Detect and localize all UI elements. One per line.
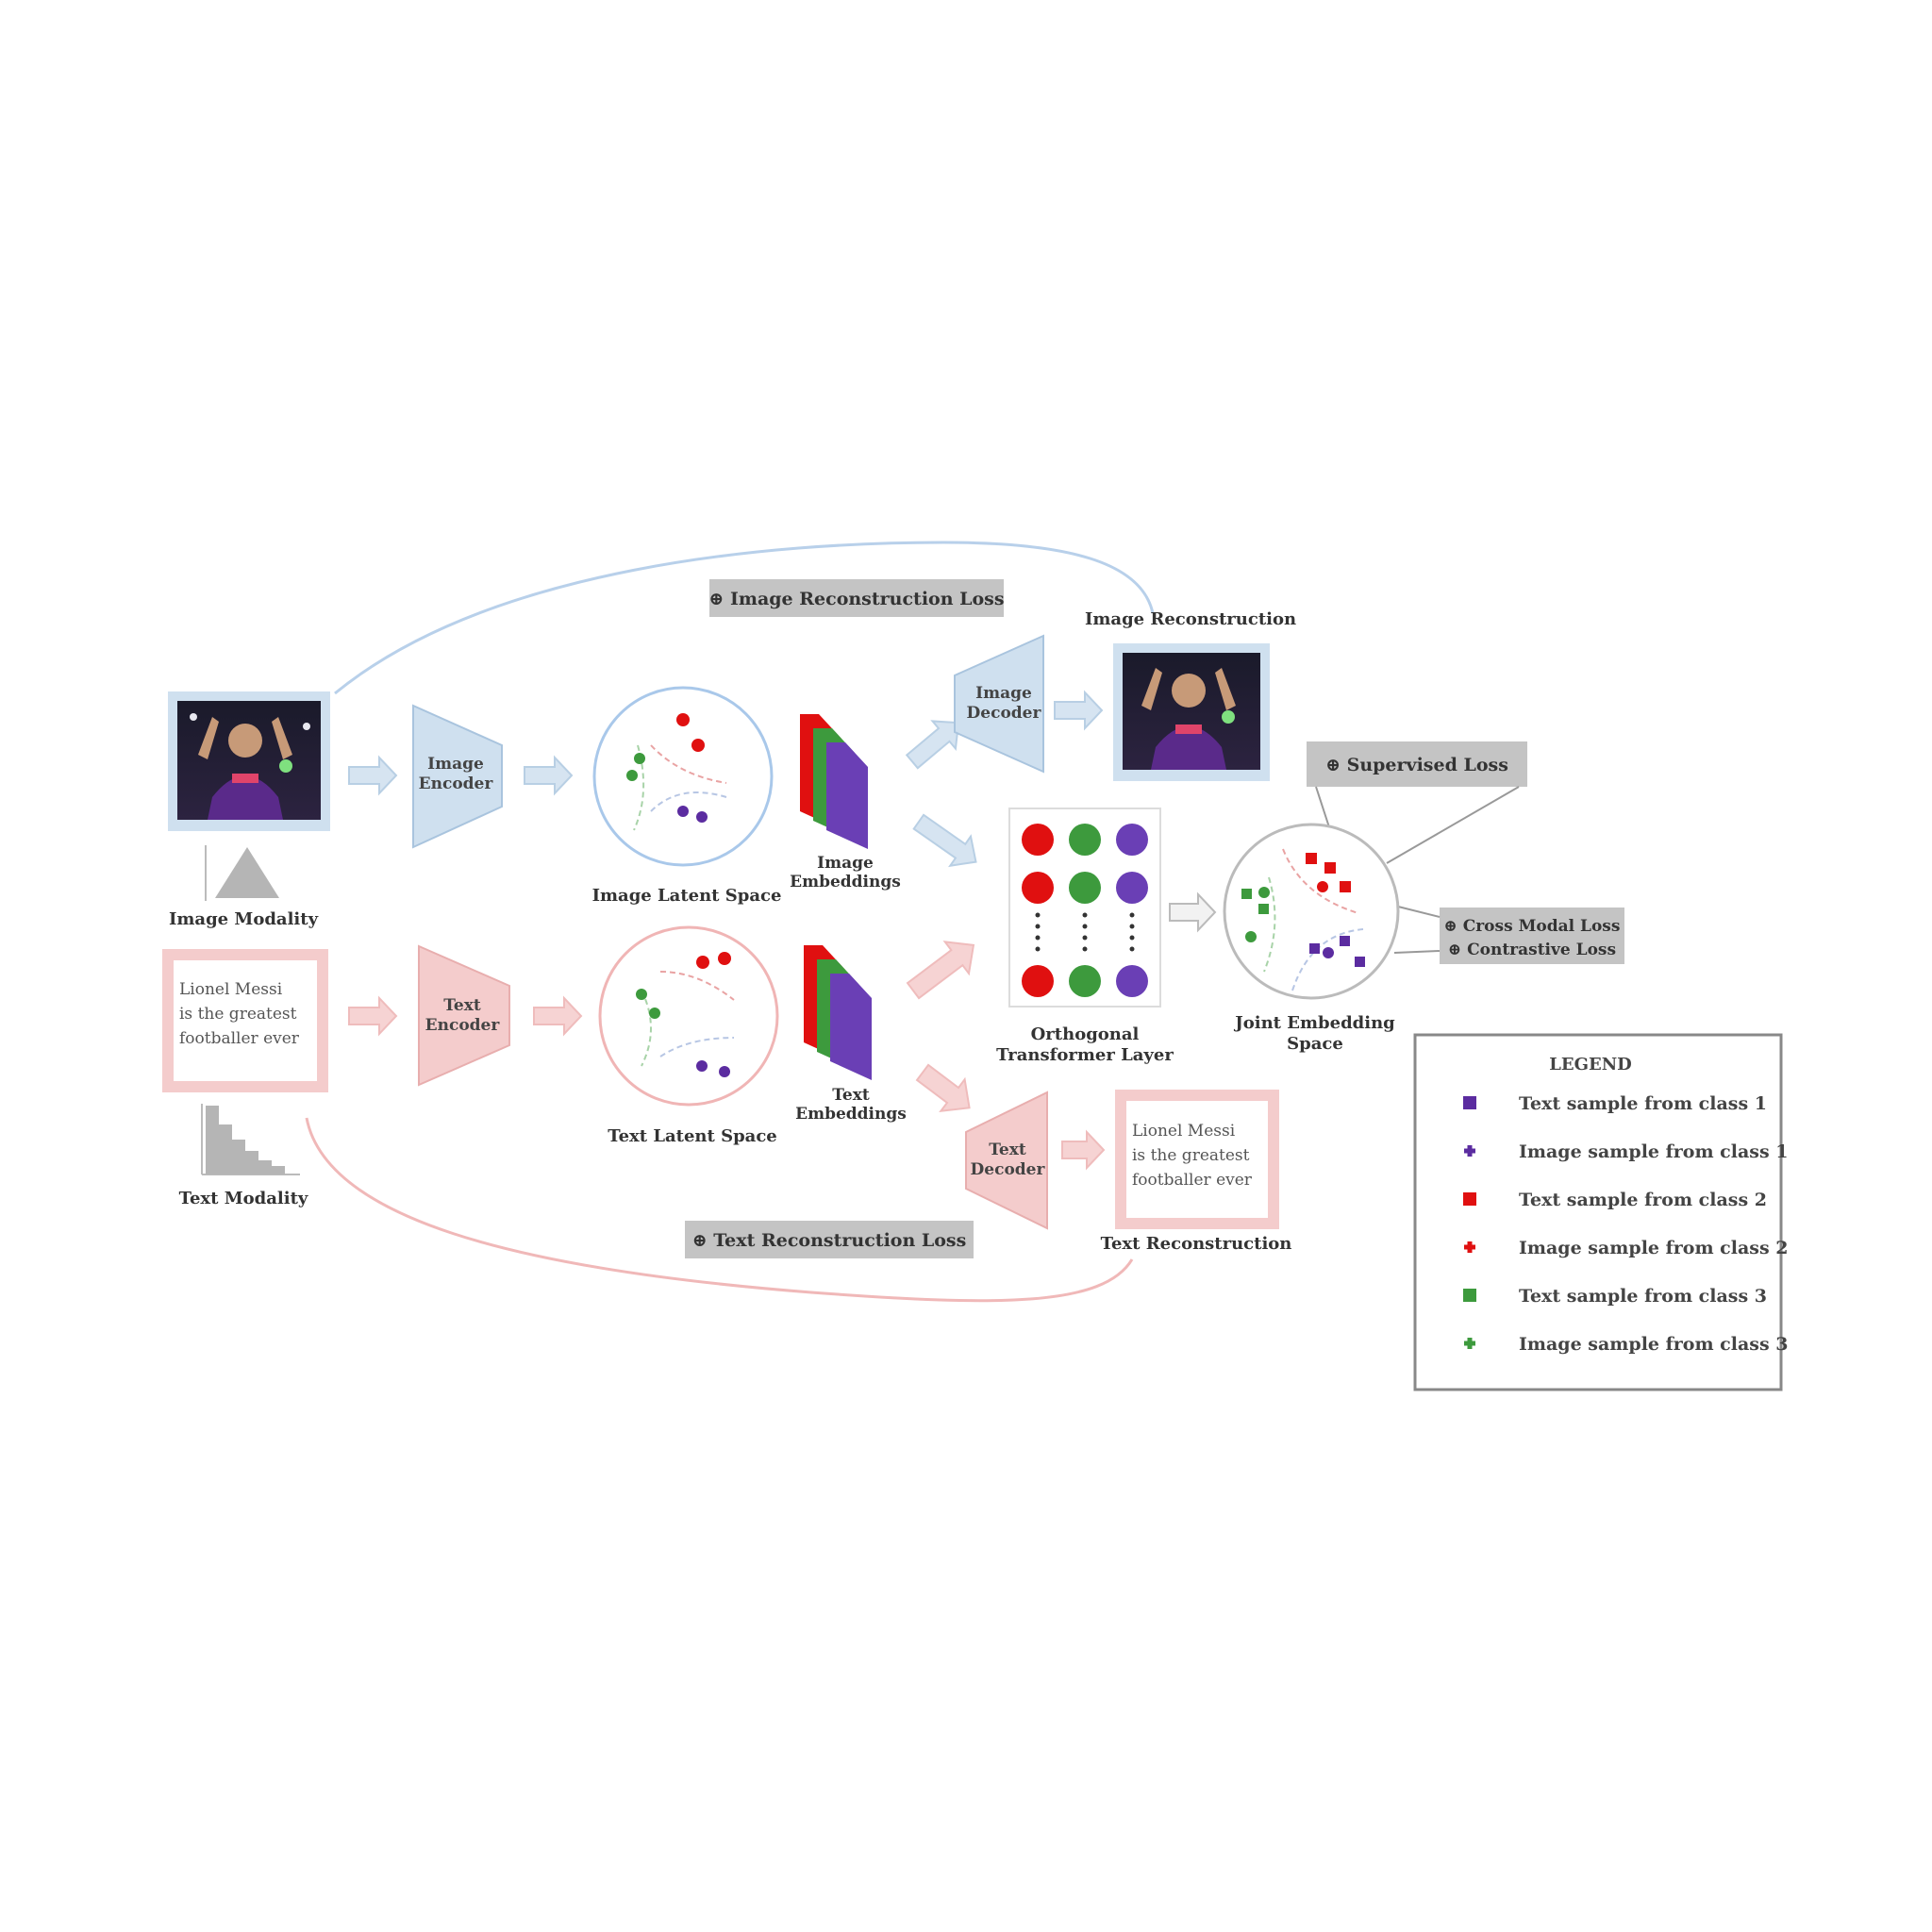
arrow-image-to-encoder — [348, 755, 398, 796]
arrow-text-embeddings-to-decoder — [915, 1063, 971, 1113]
contrastive-connector-bottom — [1393, 950, 1441, 954]
joint-label-1: Joint Embedding — [1233, 1013, 1395, 1033]
arrow-encoder-to-latent — [524, 755, 574, 796]
legend-item-label: Image sample from class 2 — [1519, 1238, 1789, 1258]
arrow-embeddings-to-decoder — [905, 720, 960, 770]
image-encoder: Image Encoder — [412, 704, 503, 849]
text-input-box: Lionel Messi is the greatest footballer … — [162, 949, 328, 1092]
cross-modal-contrastive-loss-box: ⊕ Cross Modal Loss ⊕ Contrastive Loss — [1440, 908, 1624, 964]
image-latent-space — [592, 686, 774, 867]
legend-item-label: Text sample from class 2 — [1519, 1190, 1767, 1210]
legend-item: Text sample from class 2 — [1463, 1190, 1767, 1210]
text-reconstruction-box: Lionel Messi is the greatest footballer … — [1115, 1090, 1279, 1229]
legend: LEGEND Text sample from class 1 Image sam… — [1413, 1033, 1789, 1391]
legend-item-label: Image sample from class 3 — [1519, 1334, 1789, 1355]
transformer-label-1: Orthogonal — [1031, 1024, 1140, 1044]
legend-item: Text sample from class 1 — [1463, 1093, 1767, 1114]
text-reconstruction-line-1: Lionel Messi — [1132, 1122, 1236, 1141]
svg-text:Encoder: Encoder — [419, 774, 494, 793]
legend-item: Image sample from class 1 — [1464, 1141, 1789, 1162]
orthogonal-transformer-layer — [1008, 808, 1161, 1008]
text-reconstruction-loss-label: ⊕ Text Reconstruction Loss — [692, 1230, 967, 1251]
text-latent-points — [636, 952, 731, 1077]
text-reconstruction-loss-curve — [305, 1117, 1134, 1303]
supervised-loss-box: ⊕ Supervised Loss — [1307, 741, 1527, 787]
image-decoder: Image Decoder — [954, 634, 1044, 774]
svg-text:Image: Image — [427, 755, 484, 774]
image-embeddings-label-1: Image — [817, 854, 874, 873]
text-embeddings-label-1: Text — [832, 1086, 870, 1105]
text-reconstruction-line-2: is the greatest — [1132, 1146, 1250, 1165]
svg-text:Image: Image — [975, 684, 1032, 703]
legend-square-marker — [1463, 1192, 1476, 1206]
svg-text:Text: Text — [989, 1141, 1026, 1159]
text-reconstruction-line-3: footballer ever — [1132, 1171, 1253, 1190]
legend-item-label: Image sample from class 1 — [1519, 1141, 1789, 1162]
image-reconstruction-label: Image Reconstruction — [1085, 609, 1296, 629]
arrow-text-decoder-to-reconstruction — [1061, 1129, 1106, 1171]
arrow-image-embeddings-to-transformer — [912, 813, 977, 868]
image-modality-histogram-icon — [205, 845, 279, 901]
text-modality-histogram-icon — [201, 1104, 300, 1175]
svg-text:Decoder: Decoder — [967, 704, 1042, 723]
text-input-line-2: is the greatest — [179, 1005, 297, 1024]
legend-item: Image sample from class 3 — [1464, 1334, 1789, 1355]
legend-square-marker — [1463, 1096, 1476, 1109]
text-decoder: Text Decoder — [965, 1091, 1048, 1230]
arrow-text-encoder-to-latent — [533, 995, 583, 1037]
joint-embedding-space — [1223, 823, 1400, 1000]
legend-item-label: Text sample from class 3 — [1519, 1286, 1767, 1307]
image-reconstruction-loss-curve — [334, 541, 1155, 695]
transformer-ellipsis — [1035, 912, 1135, 952]
legend-plus-marker — [1464, 1338, 1475, 1349]
joint-green-points — [1241, 887, 1270, 942]
image-latent-label: Image Latent Space — [592, 886, 782, 906]
text-modality-label: Text Modality — [179, 1189, 308, 1208]
text-input-line-1: Lionel Messi — [179, 980, 283, 999]
text-reconstruction-label: Text Reconstruction — [1101, 1234, 1292, 1254]
contrastive-loss-label: ⊕ Contrastive Loss — [1448, 941, 1616, 959]
image-latent-points — [626, 713, 708, 823]
text-encoder: Text Encoder — [418, 944, 510, 1087]
transformer-label-2: Transformer Layer — [996, 1045, 1174, 1065]
joint-label-2: Space — [1287, 1034, 1343, 1054]
image-embeddings-label-2: Embeddings — [790, 873, 901, 891]
text-latent-label: Text Latent Space — [608, 1126, 777, 1146]
image-reconstruction-loss-box: ⊕ Image Reconstruction Loss — [708, 579, 1005, 617]
cross-modal-loss-label: ⊕ Cross Modal Loss — [1444, 917, 1621, 936]
legend-item: Text sample from class 3 — [1463, 1286, 1767, 1307]
arrow-text-embeddings-to-transformer — [906, 941, 975, 1000]
image-input-photo — [168, 691, 330, 831]
legend-item-label: Text sample from class 1 — [1519, 1093, 1767, 1114]
joint-purple-points — [1309, 936, 1365, 967]
image-reconstruction-photo — [1113, 643, 1270, 781]
contrastive-connector-top — [1393, 905, 1441, 918]
image-modality-label: Image Modality — [169, 909, 319, 929]
text-embeddings-stack — [804, 945, 872, 1080]
image-reconstruction-loss-label: ⊕ Image Reconstruction Loss — [708, 589, 1004, 609]
supervised-loss-label: ⊕ Supervised Loss — [1325, 755, 1508, 775]
legend-item: Image sample from class 2 — [1464, 1238, 1789, 1258]
legend-plus-marker — [1464, 1241, 1475, 1253]
text-embeddings-label-2: Embeddings — [795, 1105, 907, 1124]
arrow-text-to-encoder — [348, 995, 398, 1037]
legend-square-marker — [1463, 1289, 1476, 1302]
transformer-token-grid — [1022, 824, 1148, 997]
arrow-transformer-to-joint — [1169, 891, 1217, 933]
image-embeddings-stack — [800, 714, 868, 849]
supervised-connector-left — [1315, 786, 1331, 831]
text-latent-space — [598, 925, 779, 1107]
svg-text:Encoder: Encoder — [425, 1016, 501, 1035]
text-input-line-3: footballer ever — [179, 1029, 300, 1048]
legend-plus-marker — [1464, 1145, 1475, 1157]
arrow-decoder-to-reconstruction — [1054, 690, 1104, 731]
svg-text:Text: Text — [443, 996, 481, 1015]
joint-red-points — [1306, 853, 1351, 892]
supervised-connector-right — [1386, 786, 1520, 864]
legend-title: LEGEND — [1549, 1055, 1632, 1074]
text-reconstruction-loss-box: ⊕ Text Reconstruction Loss — [685, 1221, 974, 1258]
svg-text:Decoder: Decoder — [971, 1160, 1046, 1179]
